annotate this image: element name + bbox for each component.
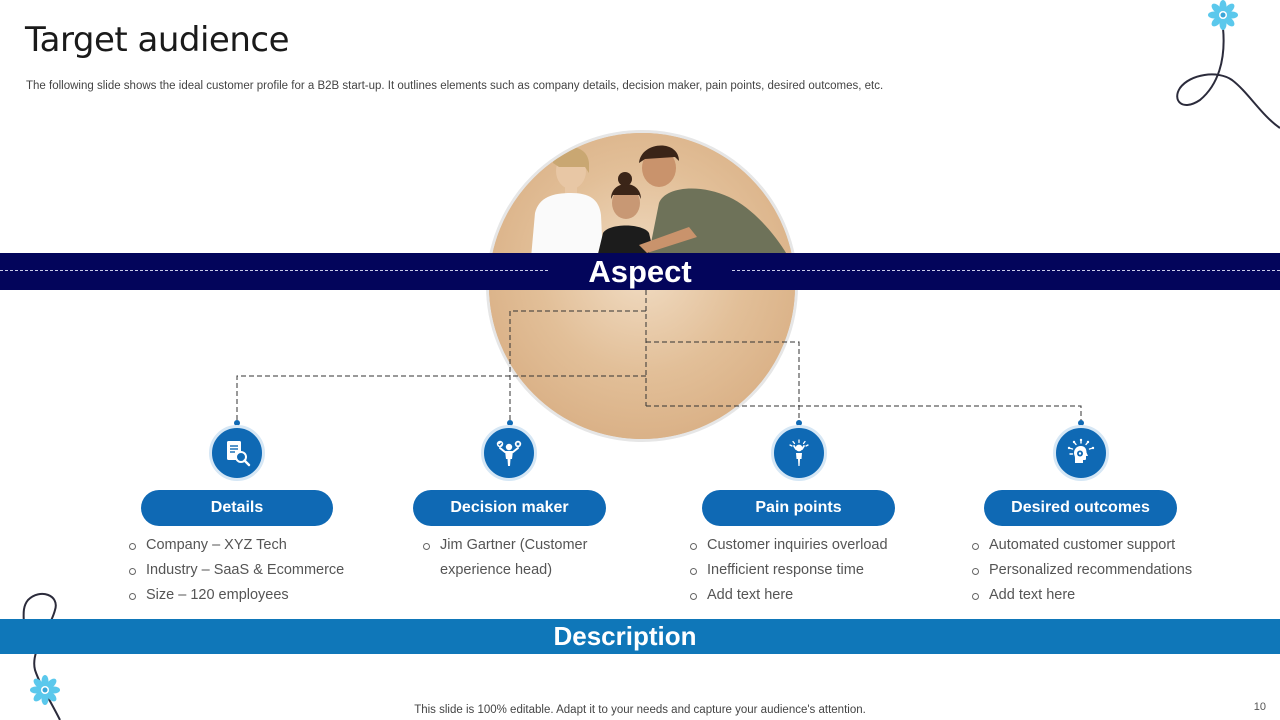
footer-note: This slide is 100% editable. Adapt it to…: [414, 704, 866, 716]
details-label: Details: [141, 490, 333, 526]
list-item: Personalized recommendations: [972, 558, 1222, 583]
head-gear-icon: [1053, 425, 1109, 481]
pain-points-list: Customer inquiries overload Inefficient …: [690, 533, 930, 608]
list-item: Size – 120 employees: [129, 583, 369, 608]
pain-points-label: Pain points: [702, 490, 895, 526]
page-number: 10: [1253, 701, 1266, 713]
details-list: Company – XYZ Tech Industry – SaaS & Eco…: [129, 533, 369, 608]
slide-title: Target audience: [25, 20, 290, 60]
decision-maker-list: Jim Gartner (Customer experience head): [423, 533, 623, 583]
slide-subtitle: The following slide shows the ideal cust…: [26, 80, 884, 92]
list-item: Add text here: [690, 583, 930, 608]
aspect-label: Aspect: [550, 254, 730, 289]
flower-decoration-top: [1176, 0, 1280, 129]
list-item: Company – XYZ Tech: [129, 533, 369, 558]
desired-outcomes-label: Desired outcomes: [984, 490, 1177, 526]
description-label: Description: [553, 621, 697, 651]
aspect-bar: Aspect: [0, 253, 1280, 290]
list-item: Industry – SaaS & Ecommerce: [129, 558, 369, 583]
list-item: Add text here: [972, 583, 1222, 608]
person-decision-icon: [481, 425, 537, 481]
list-item: Jim Gartner (Customer experience head): [423, 533, 623, 583]
description-bar: Description: [0, 619, 1280, 654]
document-search-icon: [209, 425, 265, 481]
list-item: Customer inquiries overload: [690, 533, 930, 558]
list-item: Automated customer support: [972, 533, 1222, 558]
list-item: Inefficient response time: [690, 558, 930, 583]
desired-outcomes-list: Automated customer support Personalized …: [972, 533, 1222, 608]
stressed-person-icon: [771, 425, 827, 481]
decision-maker-label: Decision maker: [413, 490, 606, 526]
